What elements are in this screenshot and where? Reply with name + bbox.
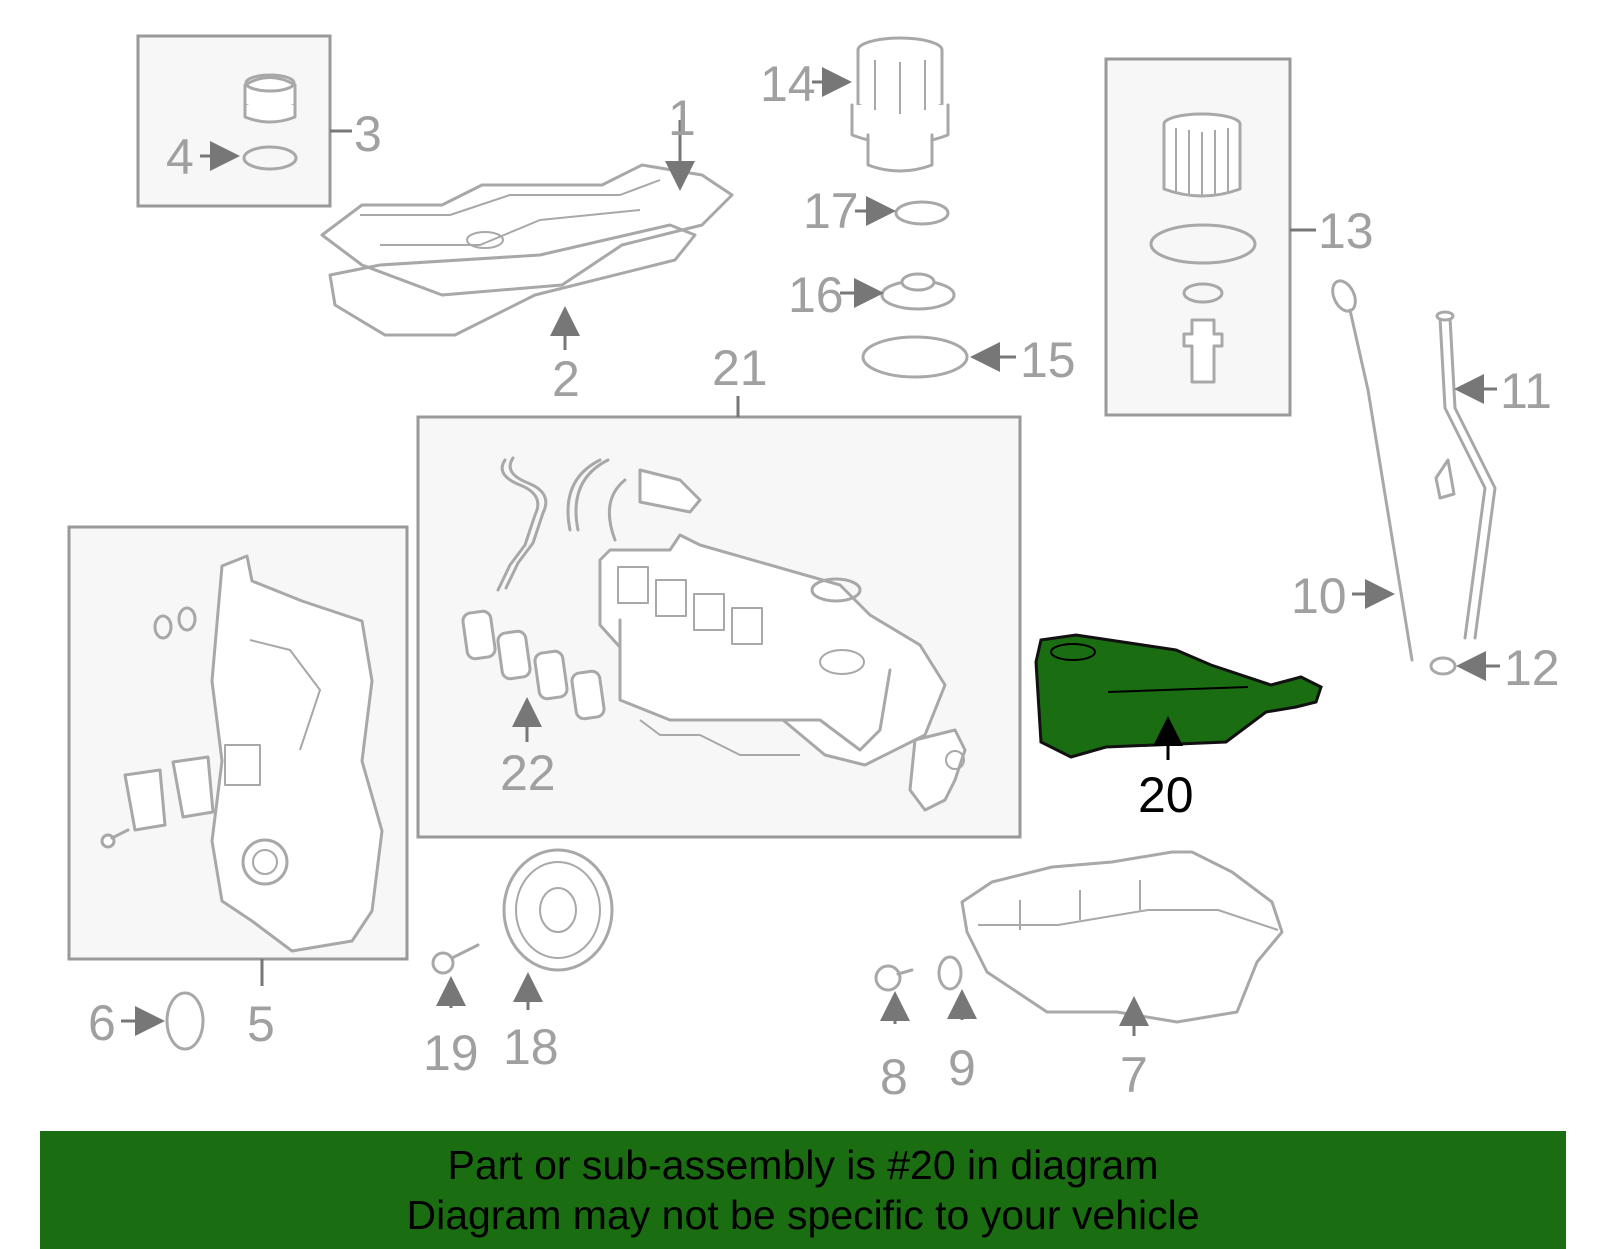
subassembly-box-3: [136, 34, 332, 208]
info-banner: Part or sub-assembly is #20 in diagram D…: [40, 1131, 1566, 1249]
callout-6[interactable]: 6: [88, 995, 116, 1051]
o-ring-17-part[interactable]: [894, 200, 950, 226]
callout-21[interactable]: 21: [712, 340, 768, 396]
filter-drain-valve-part[interactable]: [1182, 318, 1224, 384]
drain-gasket-9-part[interactable]: [937, 955, 963, 991]
cover-gaskets-part[interactable]: [123, 755, 215, 832]
callout-17[interactable]: 17: [803, 183, 859, 239]
banner-line-1: Part or sub-assembly is #20 in diagram: [447, 1142, 1159, 1188]
filter-o-ring-small-part[interactable]: [1182, 282, 1224, 304]
oil-pan-part[interactable]: [960, 850, 1284, 1024]
callout-9[interactable]: 9: [948, 1040, 976, 1096]
oil-filter-cap-part[interactable]: [850, 36, 950, 173]
o-ring-15-part[interactable]: [861, 335, 969, 379]
callout-5[interactable]: 5: [247, 996, 275, 1052]
callout-20[interactable]: 20: [1138, 767, 1194, 823]
callout-11[interactable]: 11: [1500, 363, 1552, 419]
drain-plug-8-part[interactable]: [874, 964, 914, 992]
intake-manifold-part[interactable]: [598, 533, 947, 767]
callout-8[interactable]: 8: [880, 1049, 908, 1105]
oil-seal-part[interactable]: [165, 991, 205, 1051]
breather-hose-part[interactable]: [566, 458, 702, 542]
callout-2[interactable]: 2: [552, 351, 580, 407]
cover-bolt-part[interactable]: [100, 828, 130, 849]
callout-3[interactable]: 3: [354, 106, 382, 162]
callout-7[interactable]: 7: [1120, 1047, 1148, 1103]
sensor-bracket-part[interactable]: [908, 728, 967, 812]
callout-4[interactable]: 4: [166, 129, 194, 185]
callout-13[interactable]: 13: [1318, 203, 1374, 259]
crankshaft-pulley-part[interactable]: [502, 848, 614, 972]
oil-filter-element-part[interactable]: [1162, 112, 1242, 198]
valve-cover-gasket-part[interactable]: [328, 223, 697, 337]
pulley-bolt-part[interactable]: [431, 943, 480, 975]
info-banner-background: [40, 1131, 1566, 1249]
callout-1[interactable]: 1: [668, 90, 696, 146]
drain-plug-16-part[interactable]: [880, 272, 956, 311]
throttle-body-gasket-part[interactable]: [810, 577, 862, 603]
dipstick-part[interactable]: [1328, 277, 1414, 662]
filter-o-ring-large-part[interactable]: [1149, 223, 1257, 265]
callout-15[interactable]: 15: [1020, 332, 1076, 388]
banner-line-2: Diagram may not be specific to your vehi…: [406, 1192, 1200, 1238]
timing-cover-part[interactable]: [210, 554, 384, 953]
callout-18[interactable]: 18: [503, 1019, 559, 1075]
valve-cover-part[interactable]: [320, 163, 734, 297]
oil-strainer-part-highlighted[interactable]: [1034, 633, 1323, 759]
oil-filler-gasket-part[interactable]: [242, 145, 298, 171]
o-ring-12-part[interactable]: [1429, 656, 1457, 676]
oil-filler-cap-part[interactable]: [243, 73, 297, 124]
intake-gasket-set-part[interactable]: [461, 609, 606, 721]
callout-22[interactable]: 22: [500, 745, 556, 801]
callout-14[interactable]: 14: [760, 56, 816, 112]
dipstick-tube-part[interactable]: [1434, 310, 1497, 640]
cover-bolt-seals-part[interactable]: [153, 606, 197, 640]
callout-19[interactable]: 19: [423, 1025, 479, 1081]
callout-12[interactable]: 12: [1504, 640, 1560, 696]
callout-16[interactable]: 16: [788, 267, 844, 323]
callout-10[interactable]: 10: [1291, 568, 1347, 624]
vacuum-hose-part[interactable]: [496, 456, 548, 592]
